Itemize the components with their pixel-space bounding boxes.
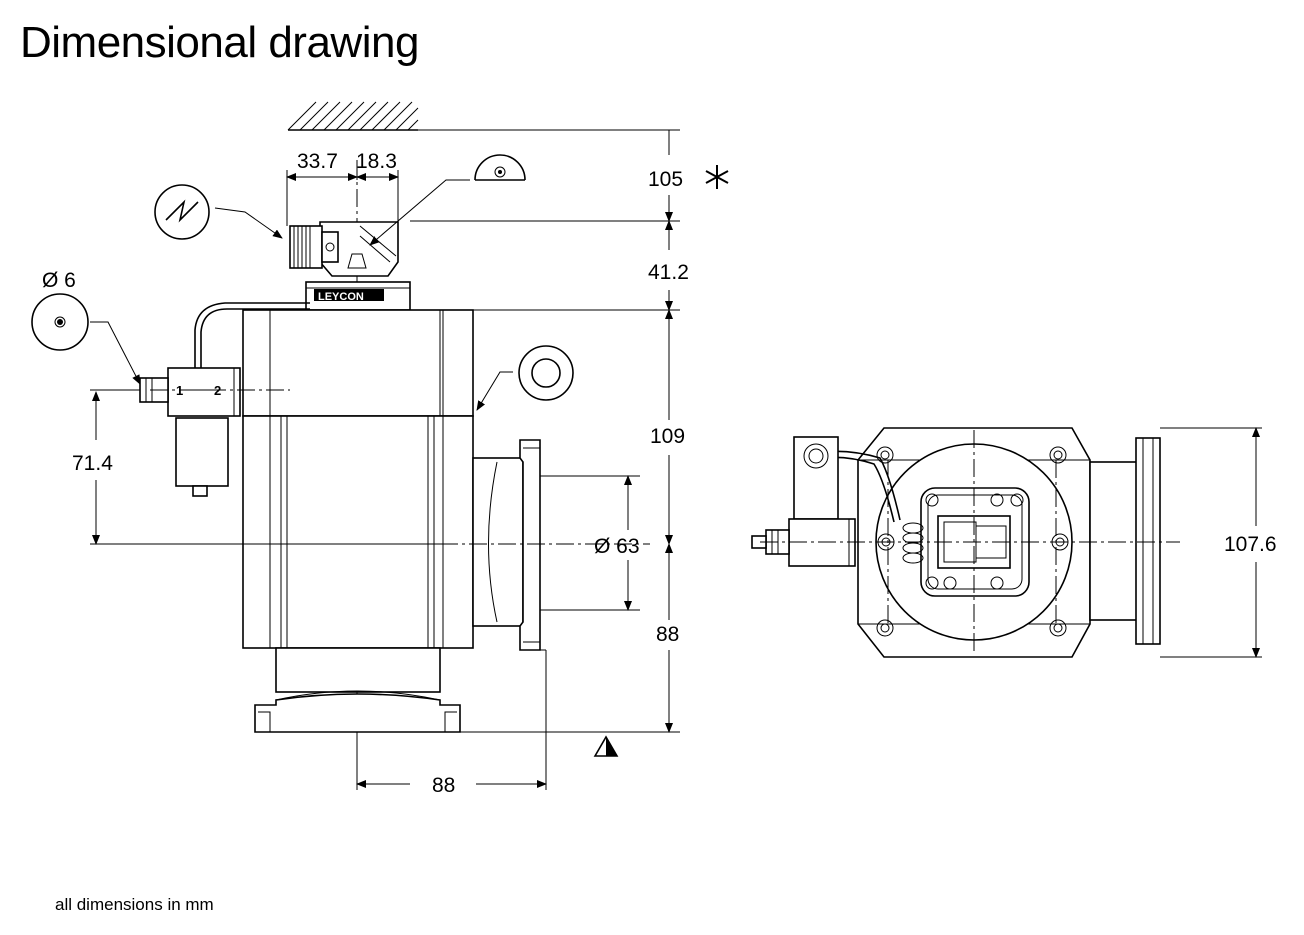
dim-hose-diameter: Ø 6 — [42, 269, 76, 292]
coil-spring — [902, 522, 924, 564]
position-indicator-icon — [474, 154, 526, 181]
bottom-flange — [254, 693, 461, 733]
valve-body — [242, 415, 474, 649]
datum-triangle-icon — [593, 735, 619, 757]
mounting-surface-hatch — [287, 101, 419, 131]
electric-connection-icon — [154, 184, 210, 240]
brand-label: LEYCON — [318, 291, 364, 303]
hose-connection-icon — [31, 293, 89, 351]
port-icon — [518, 345, 574, 401]
asterisk-icon — [705, 165, 729, 189]
side-flange — [519, 439, 541, 651]
dim-connector-width: 18.3 — [356, 150, 397, 173]
dim-flange-diameter: Ø 63 — [594, 535, 640, 558]
drawing-title: Dimensional drawing — [20, 18, 419, 67]
dim-actuator-height: 41.2 — [648, 261, 689, 284]
dim-lower-height: 88 — [656, 623, 679, 646]
top-view — [751, 427, 1262, 658]
pilot-valve: 1 2 — [139, 302, 310, 497]
dim-side-port-height: 71.4 — [72, 452, 113, 475]
dim-top-clearance: 105 — [648, 168, 683, 191]
side-port — [472, 457, 524, 627]
front-view: LEYCON — [90, 160, 650, 790]
dim-connector-offset: 33.7 — [297, 150, 338, 173]
dim-flange-width: 107.6 — [1224, 533, 1277, 556]
electrical-connector: LEYCON — [289, 221, 411, 311]
actuator-housing — [242, 309, 474, 417]
units-footnote: all dimensions in mm — [55, 895, 214, 914]
dim-port-offset: 88 — [432, 774, 455, 797]
dimension-lines — [90, 129, 680, 790]
brand-label-plate — [314, 289, 384, 301]
bottom-neck — [275, 647, 441, 693]
connector-screws — [925, 493, 1024, 590]
dim-body-height: 109 — [650, 425, 685, 448]
